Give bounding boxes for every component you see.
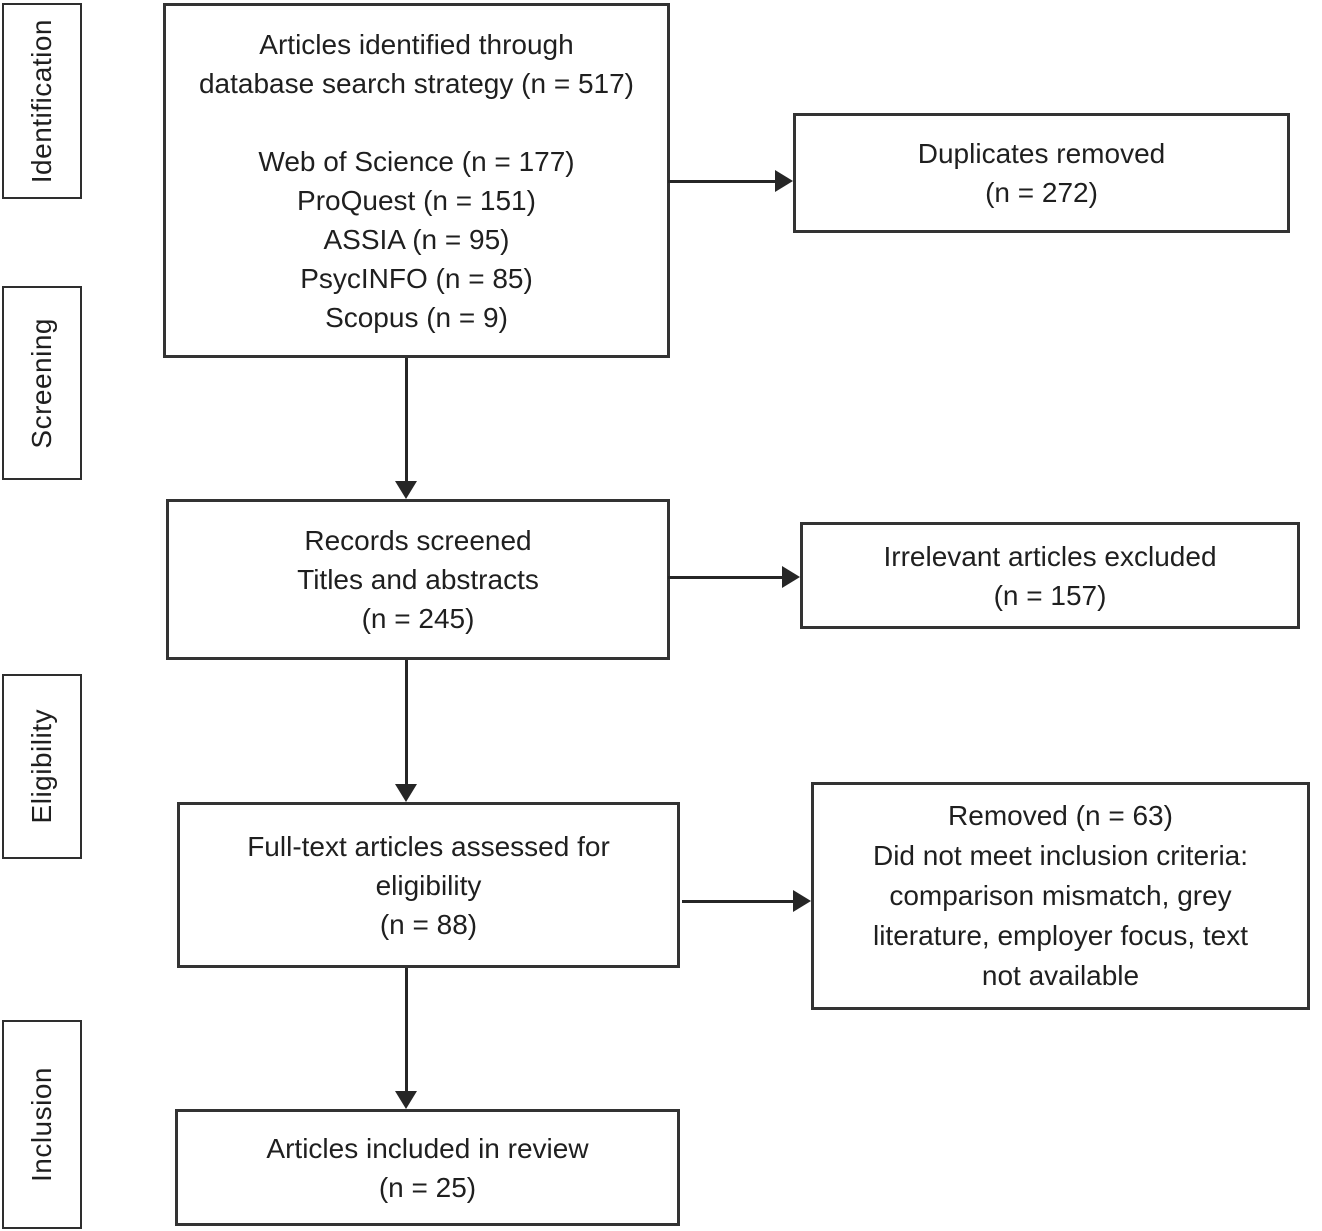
source-line: Web of Science (n = 177) (258, 145, 575, 177)
source-line: Scopus (n = 9) (325, 301, 508, 333)
arrowhead-down-icon (395, 1091, 417, 1109)
arrowhead-right-icon (793, 890, 811, 912)
box-fulltext-assessed: Full-text articles assessed for eligibil… (177, 802, 680, 968)
stage-label-screening-text: Screening (26, 317, 57, 449)
arrowhead-down-icon (395, 481, 417, 499)
box-text-line: comparison mismatch, grey (889, 880, 1232, 911)
arrow-screened-to-irrelevant (668, 576, 784, 579)
box-articles-included: Articles included in review (n = 25) (175, 1109, 680, 1226)
arrow-screened-to-fulltext (405, 660, 408, 786)
box-records-screened: Records screened Titles and abstracts (n… (166, 499, 670, 660)
box-text-line: Full-text articles assessed for (247, 830, 610, 862)
stage-label-inclusion: Inclusion (2, 1020, 82, 1229)
box-text-line: (n = 88) (379, 908, 478, 940)
arrowhead-right-icon (775, 170, 793, 192)
box-irrelevant-excluded: Irrelevant articles excluded (n = 157) (800, 522, 1300, 629)
arrow-fulltext-to-included (405, 968, 408, 1093)
arrow-identified-to-screened (405, 358, 408, 483)
source-line: ProQuest (n = 151) (297, 184, 536, 216)
stage-label-eligibility: Eligibility (2, 674, 82, 859)
box-text-line: Articles included in review (266, 1132, 589, 1164)
arrow-fulltext-to-removed (682, 900, 795, 903)
box-text-line: (n = 25) (378, 1171, 477, 1203)
box-text-line: Did not meet inclusion criteria: (872, 840, 1249, 871)
box-removed-criteria: Removed (n = 63) Did not meet inclusion … (811, 782, 1310, 1010)
stage-label-inclusion-text: Inclusion (26, 1066, 57, 1182)
source-line: PsycINFO (n = 85) (300, 262, 533, 294)
box-text-line: (n = 245) (361, 603, 475, 634)
box-text-line: Records screened (304, 525, 532, 556)
stage-label-screening: Screening (2, 286, 82, 480)
box-text-line: Irrelevant articles excluded (883, 540, 1217, 572)
box-text-line: (n = 157) (993, 579, 1107, 611)
box-text-line: Articles identified through (259, 28, 574, 60)
arrowhead-right-icon (782, 566, 800, 588)
arrowhead-down-icon (395, 784, 417, 802)
box-text-line: not available (981, 960, 1140, 991)
box-text-line: Titles and abstracts (297, 564, 539, 595)
stage-label-identification: Identification (2, 3, 82, 199)
stage-label-identification-text: Identification (26, 18, 57, 184)
box-text-line: eligibility (375, 869, 482, 901)
box-text-line: Duplicates removed (917, 138, 1166, 169)
box-text-line: literature, employer focus, text (872, 920, 1249, 951)
arrow-identified-to-duplicates (668, 180, 777, 183)
box-duplicates-removed: Duplicates removed (n = 272) (793, 113, 1290, 233)
box-text-line: (n = 272) (985, 177, 1098, 208)
box-text-line: Removed (n = 63) (948, 800, 1173, 831)
box-articles-identified: Articles identified through database sea… (163, 3, 670, 358)
box-text-line: database search strategy (n = 517) (198, 67, 635, 99)
source-line: ASSIA (n = 95) (323, 223, 510, 255)
stage-label-eligibility-text: Eligibility (26, 709, 57, 824)
